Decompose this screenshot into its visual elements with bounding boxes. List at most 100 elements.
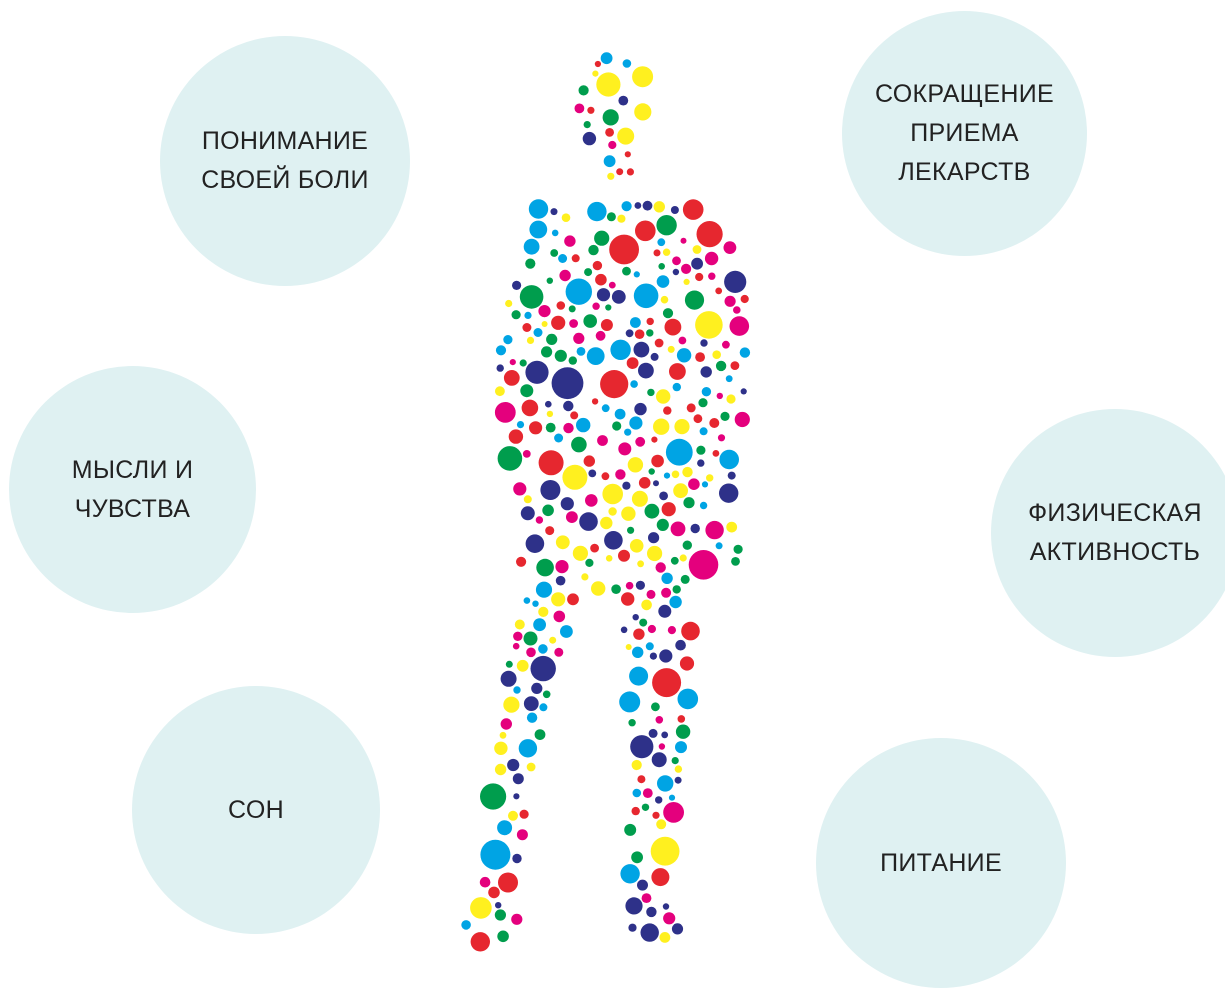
figure-dot	[524, 312, 531, 319]
figure-dot	[529, 221, 547, 239]
figure-dot	[734, 545, 743, 554]
figure-dot	[696, 446, 705, 455]
figure-dot	[495, 909, 506, 920]
figure-dot	[513, 686, 520, 693]
figure-dot	[681, 238, 687, 244]
figure-dot	[541, 346, 552, 357]
figure-dot	[626, 329, 634, 337]
figure-dot	[602, 484, 623, 505]
figure-dot	[683, 199, 704, 220]
figure-dot	[693, 245, 702, 254]
figure-dot	[633, 789, 642, 798]
figure-dot	[654, 249, 661, 256]
figure-dot	[651, 353, 659, 361]
figure-dot	[671, 206, 679, 214]
figure-dot	[618, 442, 631, 455]
figure-dot	[488, 887, 500, 899]
figure-dot	[495, 764, 506, 775]
figure-dot	[716, 361, 726, 371]
figure-dot	[610, 340, 630, 360]
figure-dot	[501, 671, 517, 687]
figure-dot	[681, 622, 700, 641]
figure-dot	[597, 288, 610, 301]
figure-dot	[560, 625, 573, 638]
figure-dot	[661, 732, 668, 739]
figure-dot	[651, 837, 680, 866]
figure-dot	[524, 632, 538, 646]
figure-dot	[634, 403, 646, 415]
figure-dot	[609, 235, 639, 265]
figure-dot	[500, 732, 507, 739]
figure-dot	[673, 483, 688, 498]
figure-dot	[631, 851, 643, 863]
figure-dot	[651, 455, 664, 468]
figure-dot	[716, 542, 723, 549]
figure-dot	[498, 446, 523, 471]
figure-dot	[538, 305, 550, 317]
figure-dot	[634, 271, 640, 277]
figure-dot	[718, 434, 725, 441]
figure-dot	[503, 697, 519, 713]
figure-dot	[626, 582, 634, 590]
figure-dot	[628, 719, 635, 726]
figure-dot	[654, 201, 665, 212]
figure-dot	[592, 303, 599, 310]
figure-dot	[625, 897, 642, 914]
figure-dot	[615, 409, 626, 420]
figure-dot	[480, 783, 506, 809]
figure-dot	[627, 357, 639, 369]
figure-dot	[632, 647, 643, 658]
figure-dot	[669, 596, 681, 608]
figure-dot	[573, 546, 588, 561]
figure-dot	[648, 625, 656, 633]
figure-dot	[741, 388, 747, 394]
figure-dot	[602, 472, 610, 480]
figure-dot	[583, 132, 596, 145]
figure-dot	[673, 383, 681, 391]
figure-dot	[562, 213, 571, 222]
figure-dot	[596, 331, 606, 341]
figure-dot	[551, 592, 565, 606]
figure-dot	[566, 279, 592, 305]
figure-dot	[728, 472, 736, 480]
figure-dot	[669, 363, 686, 380]
figure-dot	[510, 359, 516, 365]
figure-dot	[638, 363, 654, 379]
figure-dot	[520, 810, 529, 819]
figure-dot	[666, 439, 693, 466]
figure-dot	[675, 741, 687, 753]
figure-dot	[600, 370, 628, 398]
figure-dot	[623, 59, 632, 68]
figure-dot	[569, 356, 577, 364]
figure-dot	[624, 824, 636, 836]
figure-dot	[607, 212, 616, 221]
figure-dot	[513, 793, 519, 799]
figure-dot	[495, 902, 501, 908]
figure-dot	[461, 920, 471, 930]
figure-dot	[524, 495, 532, 503]
figure-dot	[630, 317, 641, 328]
figure-dot	[675, 765, 682, 772]
figure-dot	[659, 649, 672, 662]
figure-dot	[647, 590, 656, 599]
figure-dot	[730, 316, 750, 336]
figure-dot	[602, 404, 610, 412]
figure-dot	[680, 656, 694, 670]
figure-dot	[700, 502, 707, 509]
figure-dot	[508, 811, 518, 821]
figure-dot	[735, 412, 750, 427]
figure-dot	[660, 932, 671, 943]
figure-dot	[503, 335, 512, 344]
figure-dot	[513, 773, 524, 784]
figure-dot	[505, 300, 512, 307]
figure-dot	[573, 333, 584, 344]
figure-dot	[622, 201, 632, 211]
figure-dot	[668, 626, 676, 634]
figure-dot	[601, 52, 613, 64]
figure-dot	[592, 398, 598, 404]
figure-dot	[515, 620, 525, 630]
figure-dot	[685, 291, 704, 310]
figure-dot	[677, 348, 691, 362]
figure-dot	[496, 345, 506, 355]
figure-dot	[715, 288, 722, 295]
